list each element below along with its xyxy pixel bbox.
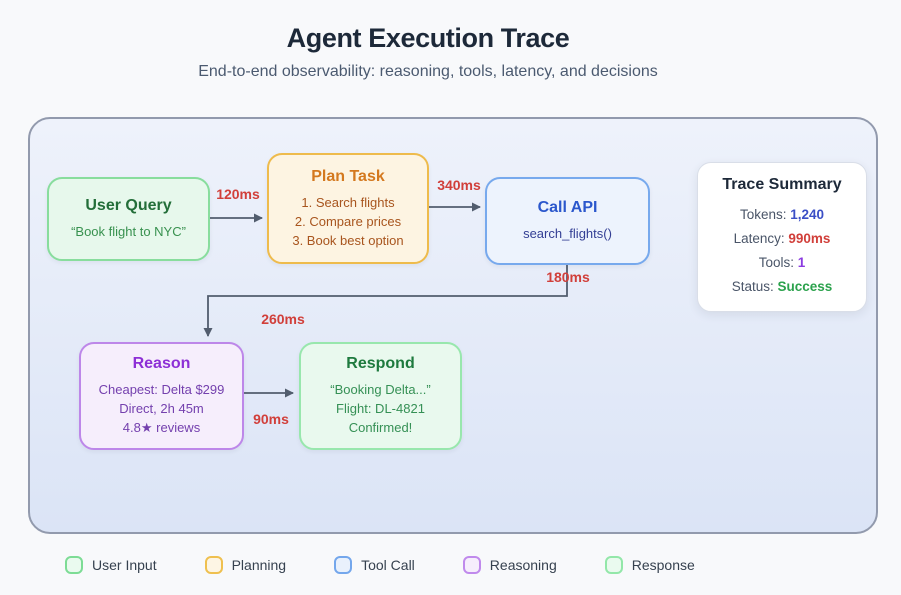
node-respond-line-1: “Booking Delta...” — [330, 382, 431, 397]
summary-row-latency: Latency: 990ms — [734, 227, 831, 251]
summary-status-label: Status: — [731, 278, 778, 294]
legend-swatch-reasoning — [462, 556, 481, 574]
legend-swatch-tool-call — [334, 556, 353, 574]
summary-tools-label: Tools: — [758, 254, 798, 270]
page-title: Agent Execution Trace — [286, 23, 570, 53]
node-user-query: User Query “Book flight to NYC” — [47, 177, 210, 261]
summary-tokens-value: 1,240 — [790, 206, 825, 222]
latency-reason-to-respond: 90ms — [253, 411, 289, 427]
node-respond-line-2: Flight: DL-4821 — [336, 401, 425, 416]
legend: User Input Planning Tool Call Reasoning … — [65, 556, 695, 574]
edge-call-api-to-reason — [203, 263, 568, 337]
legend-swatch-planning — [204, 556, 223, 574]
legend-label-response: Response — [631, 557, 695, 573]
summary-tokens-label: Tokens: — [739, 206, 791, 222]
trace-summary-card: Trace Summary Tokens: 1,240 Latency: 990… — [697, 162, 867, 312]
summary-row-tools: Tools: 1 — [759, 251, 806, 275]
node-plan-task-step-2: 2. Compare prices — [294, 213, 402, 229]
node-respond-line-3: Confirmed! — [348, 420, 413, 435]
legend-item-response: Response — [604, 556, 695, 574]
node-call-api-title: Call API — [537, 199, 598, 216]
legend-label-planning: Planning — [231, 557, 287, 573]
latency-down-to-reason: 260ms — [261, 311, 305, 327]
header: Agent Execution Trace End-to-end observa… — [0, 0, 856, 81]
summary-latency-value: 990ms — [788, 230, 831, 246]
legend-swatch-response — [604, 556, 623, 574]
summary-status-value: Success — [777, 278, 833, 294]
node-reason-title: Reason — [132, 355, 191, 372]
node-plan-task-title: Plan Task — [311, 167, 385, 185]
legend-label-reasoning: Reasoning — [489, 557, 557, 573]
node-reason-line-3: 4.8★ reviews — [122, 420, 201, 435]
node-respond-title: Respond — [346, 355, 415, 372]
summary-tools-value: 1 — [797, 254, 806, 270]
node-reason-line-2: Direct, 2h 45m — [119, 401, 204, 416]
legend-item-user-input: User Input — [65, 556, 157, 574]
node-plan-task-step-1: 1. Search flights — [301, 194, 395, 210]
legend-item-tool-call: Tool Call — [334, 556, 415, 574]
node-reason: Reason Cheapest: Delta $299 Direct, 2h 4… — [79, 342, 244, 450]
legend-item-reasoning: Reasoning — [462, 556, 557, 574]
node-user-query-text: “Book flight to NYC” — [71, 224, 186, 239]
page-subtitle: End-to-end observability: reasoning, too… — [198, 63, 658, 80]
latency-user-to-plan: 120ms — [216, 186, 260, 202]
node-call-api-function: search_flights() — [523, 226, 612, 241]
latency-api-down: 180ms — [546, 269, 590, 285]
node-plan-task: Plan Task 1. Search flights 2. Compare p… — [267, 153, 429, 264]
legend-item-planning: Planning — [204, 556, 287, 574]
summary-latency-label: Latency: — [733, 230, 789, 246]
trace-canvas: User Query “Book flight to NYC” Plan Tas… — [28, 117, 878, 534]
legend-swatch-user-input — [65, 556, 83, 574]
flow-edges — [203, 202, 568, 398]
trace-summary-title: Trace Summary — [722, 175, 842, 193]
summary-row-status: Status: Success — [732, 275, 833, 299]
legend-label-tool-call: Tool Call — [361, 557, 415, 573]
node-reason-line-1: Cheapest: Delta $299 — [98, 382, 225, 397]
summary-row-tokens: Tokens: 1,240 — [740, 203, 824, 227]
node-plan-task-step-3: 3. Book best option — [292, 232, 404, 248]
legend-label-user-input: User Input — [92, 557, 157, 573]
latency-plan-to-api: 340ms — [437, 177, 481, 193]
node-call-api: Call API search_flights() — [485, 177, 650, 265]
node-user-query-title: User Query — [85, 197, 172, 214]
node-respond: Respond “Booking Delta...” Flight: DL-48… — [299, 342, 462, 450]
